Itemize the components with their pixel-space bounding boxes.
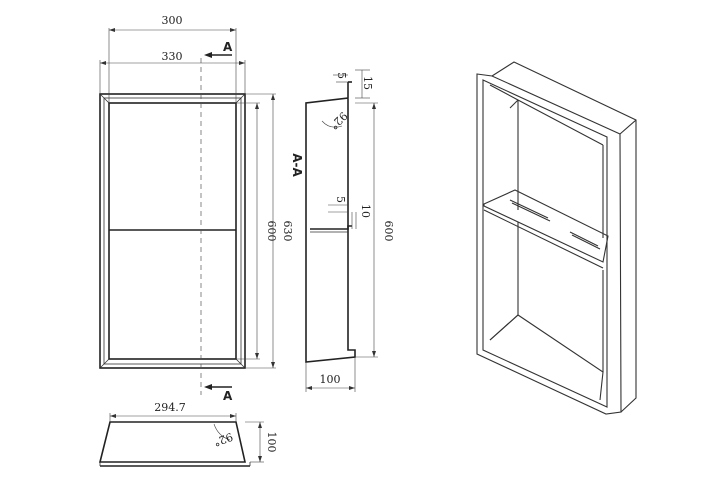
iso-flange-outer: [476, 73, 622, 415]
dim-630-label: 630: [281, 221, 294, 242]
section-label: A-A: [290, 153, 304, 177]
dim-15-label: 15: [361, 76, 374, 90]
front-inner-opening: [108, 102, 237, 360]
section-shelf: [310, 225, 352, 230]
dim-600-side-label: 600: [382, 221, 395, 242]
bottom-profile: [98, 421, 246, 463]
isometric-view: [476, 61, 637, 415]
section-marker-top: A: [223, 40, 233, 54]
dim-5-shelf-label: 5: [334, 196, 347, 203]
dim-300-label: 300: [162, 14, 183, 27]
bottom-view: 294.7 92° 100: [98, 401, 278, 467]
dim-294-label: 294.7: [154, 401, 186, 414]
dim-angle-side-label: 92°: [327, 109, 350, 132]
iso-box-back: [491, 61, 637, 413]
front-view: 300 330 A A 600 630: [99, 14, 294, 403]
section-marker-bottom: A: [223, 389, 233, 403]
dim-10-label: 10: [359, 204, 372, 218]
iso-shelf: [483, 189, 609, 263]
iso-flange-inner: [482, 79, 608, 408]
dim-5-top-label: 5: [335, 72, 348, 79]
front-flange-edge: [103, 97, 242, 365]
section-profile: [305, 82, 356, 363]
front-outer-frame: [99, 93, 246, 369]
dim-600-front-label: 600: [265, 221, 278, 242]
iso-shelf-slot-1: [509, 199, 549, 219]
dim-100-bottom-label: 100: [265, 432, 278, 453]
side-section: A-A 5 15 92° 5 10 600: [290, 69, 395, 392]
dim-100-side-label: 100: [320, 373, 341, 386]
iso-shelf-slot-2: [569, 231, 599, 247]
dim-330-label: 330: [162, 50, 183, 63]
dim-angle-bottom-label: 92°: [212, 430, 235, 449]
